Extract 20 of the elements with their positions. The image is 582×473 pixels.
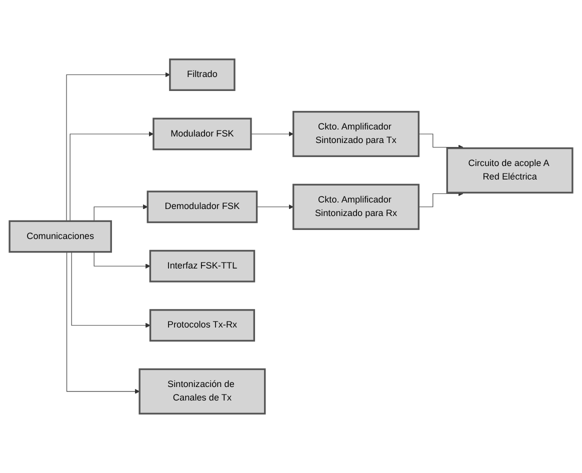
node-box: Sintonización de Canales de Tx (138, 368, 266, 414)
arrow (250, 131, 294, 136)
node-box: Modulador FSK (152, 118, 252, 150)
node-box: Protocolos Tx-Rx (149, 309, 256, 342)
arrow (70, 131, 154, 222)
node-box: Ckto. Amplificador Sintonizado para Tx (292, 110, 420, 158)
node-box: Ckto. Amplificador Sintonizado para Rx (292, 184, 420, 230)
arrow (66, 72, 170, 222)
arrow (94, 204, 148, 222)
node-box: Filtrado (169, 58, 236, 91)
arrow (256, 204, 294, 210)
node-box: Circuito de acople A Red Eléctrica (446, 147, 574, 194)
arrow (71, 252, 150, 328)
node-box: Demodulador FSK (146, 190, 258, 224)
arrow (94, 252, 150, 269)
node-box: Interfaz FSK-TTL (149, 250, 256, 282)
arrow (66, 252, 140, 394)
arrow (418, 191, 464, 208)
node-box: Comunicaciones (8, 220, 112, 253)
arrow (418, 134, 464, 150)
